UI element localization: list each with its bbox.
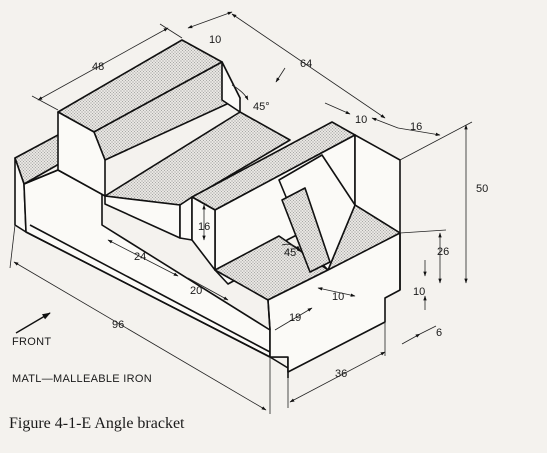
front-arrow: [15, 312, 51, 334]
dim-36: 36: [335, 368, 347, 380]
figure-caption: Figure 4-1-E Angle bracket: [9, 415, 185, 432]
dimension-labels: 48 10 64 45° 10 16 50 16 24 45° 26 20 10…: [92, 34, 488, 380]
dim-20: 20: [190, 285, 202, 297]
dim-6: 6: [436, 327, 442, 339]
dim-16-slot: 16: [198, 221, 210, 233]
dim-10-top: 10: [209, 34, 221, 46]
dim-24: 24: [134, 251, 146, 263]
front-label: FRONT: [12, 336, 51, 348]
dim-10-mid: 10: [332, 291, 344, 303]
dim-10-right: 10: [355, 114, 367, 126]
dim-96: 96: [112, 319, 124, 331]
dim-10-side: 10: [413, 286, 425, 298]
dim-19: 19: [289, 312, 301, 324]
dim-16-right: 16: [410, 121, 422, 133]
dim-64: 64: [300, 58, 312, 70]
dim-45-top: 45°: [253, 101, 270, 113]
slot-floor: [104, 111, 291, 241]
material-note: MATL—MALLEABLE IRON: [12, 373, 152, 385]
dim-50: 50: [476, 183, 488, 195]
dim-45-low: 45°: [284, 247, 301, 259]
dim-26: 26: [437, 246, 449, 258]
dimension-lines: [9, 11, 473, 414]
dim-48: 48: [92, 61, 104, 73]
